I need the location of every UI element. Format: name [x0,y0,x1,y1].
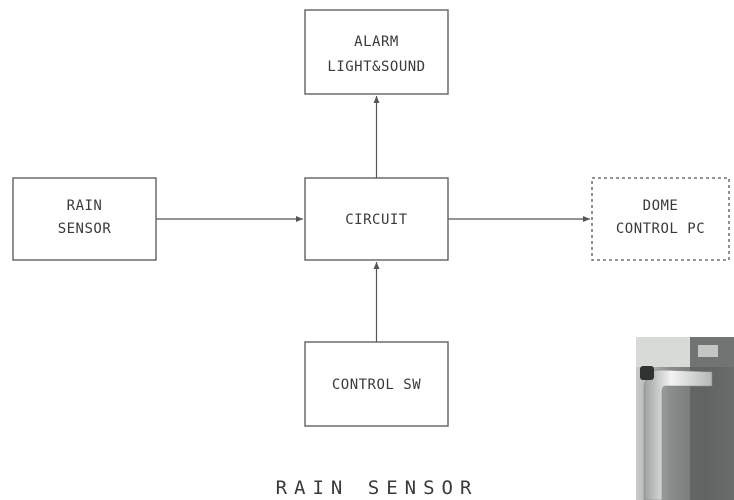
alarm-label-line2: LIGHT&SOUND [327,59,425,75]
circuit-block: CIRCUIT [305,178,448,260]
rain-sensor-label-line1: RAIN [67,198,103,214]
control-switch-block: CONTROL SW [305,342,448,426]
dome-label-line2: CONTROL PC [616,221,705,237]
dome-control-pc-block: DOME CONTROL PC [592,178,729,260]
rain-sensor-label-line2: SENSOR [58,221,112,237]
rain-sensor-photo [636,337,734,500]
alarm-label-line1: ALARM [354,34,399,50]
dome-label-line1: DOME [643,198,679,214]
rain-sensor-block: RAIN SENSOR [13,178,156,260]
diagram-caption: RAIN SENSOR [276,477,479,499]
alarm-light-sound-block: ALARM LIGHT&SOUND [305,10,448,94]
circuit-label: CIRCUIT [345,212,408,228]
control-switch-label: CONTROL SW [332,377,421,393]
